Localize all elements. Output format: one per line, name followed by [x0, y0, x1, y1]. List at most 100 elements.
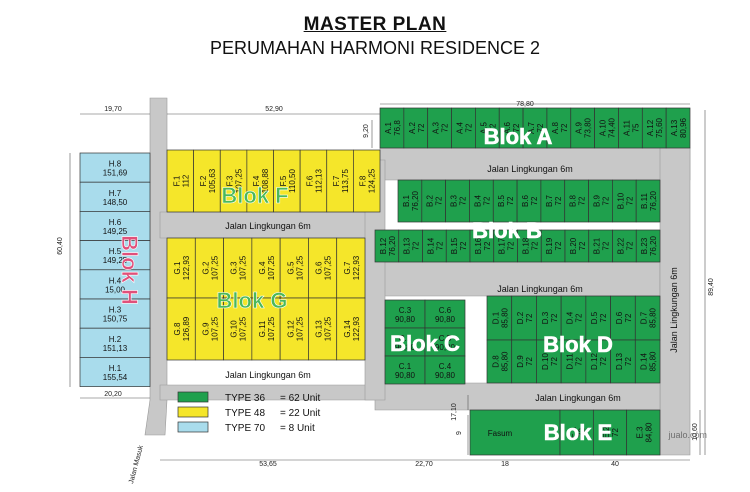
lot-id: A.9 [575, 121, 584, 134]
lot-area: 110,50 [288, 169, 297, 193]
block-g-lot [308, 297, 338, 361]
lot-id: B.11 [640, 193, 649, 209]
lot-area: 72 [578, 428, 587, 437]
lot-id: B.3 [450, 194, 459, 207]
block-f-lot [326, 149, 354, 213]
dimension-label: 22,70 [415, 461, 433, 468]
block-e-lot [592, 409, 628, 456]
legend-count: = 62 Unit [280, 393, 321, 404]
lot-area: 72 [602, 241, 611, 250]
legend-type: TYPE 36 [225, 393, 265, 404]
lot-id: D.8 [491, 355, 500, 368]
lot-id: F.2 [199, 175, 208, 186]
legend-swatch [177, 391, 209, 403]
lot-area: 72 [525, 357, 534, 366]
block-h-lot [79, 211, 151, 241]
lot-area: 72 [435, 196, 444, 205]
lot-area: 155,54 [103, 373, 128, 382]
legend-type: TYPE 48 [225, 408, 265, 419]
block-h-lot [79, 357, 151, 387]
lot-id: E.3 [635, 426, 644, 439]
lot-area: 126,89 [182, 316, 191, 341]
lot-id: B.2 [426, 194, 435, 207]
lot-area: 85,80 [500, 307, 509, 328]
lot-id: C.5 [439, 334, 452, 343]
lot-id: A.8 [551, 121, 560, 134]
lot-id: B.4 [473, 194, 482, 207]
lot-id: D.13 [615, 353, 624, 370]
lot-area: 90,80 [395, 343, 416, 352]
plan-title: MASTER PLAN [303, 14, 447, 35]
legend-count: = 8 Unit [280, 423, 315, 434]
lot-id: B.5 [497, 194, 506, 207]
lot-id: A.12 [646, 119, 655, 136]
legend-swatch [177, 406, 209, 418]
lot-id: H.8 [109, 160, 122, 169]
lot-id: G.10 [230, 320, 239, 338]
dimension-label: 52,90 [265, 106, 283, 113]
lot-area: 149,25 [103, 256, 128, 265]
dimension-label: 9,20 [363, 124, 370, 138]
lot-id: B.21 [593, 237, 602, 254]
lot-id: A.6 [503, 121, 512, 134]
lot-area: 72 [550, 357, 559, 366]
block-d-lot [634, 295, 661, 341]
lot-id: H.6 [109, 218, 122, 227]
lot-area: 90,80 [395, 371, 416, 380]
lot-area: 76,20 [388, 235, 397, 256]
lot-area: 90,80 [435, 371, 456, 380]
lot-area: 105,63 [208, 168, 217, 193]
lot-id: A.1 [384, 121, 393, 134]
block-label: Blok A [484, 124, 553, 149]
lot-id: H.2 [109, 335, 122, 344]
legend-type: TYPE 70 [225, 423, 265, 434]
fasum-area [469, 409, 561, 456]
lot-id: D.4 [566, 311, 575, 324]
lot-area: 72 [536, 123, 545, 132]
block-d-lot [486, 295, 513, 341]
lot-area: 107,25 [295, 255, 304, 280]
lot-id: G.3 [230, 261, 239, 274]
lot-id: E.1 [569, 426, 578, 439]
lot-id: B.9 [592, 194, 601, 207]
plan-subtitle: PERUMAHAN HARMONI RESIDENCE 2 [209, 38, 541, 58]
lot-id: A.3 [432, 121, 441, 134]
fasum-label: Fasum [488, 429, 513, 438]
lot-id: A.11 [622, 120, 631, 136]
lot-id: B.20 [569, 237, 578, 254]
block-d-lot [610, 339, 636, 384]
lot-id: C.1 [399, 362, 412, 371]
lot-id: B.18 [521, 237, 530, 254]
lot-area: 72 [554, 196, 563, 205]
lot-area: 72 [417, 123, 426, 132]
lot-id: B.23 [640, 237, 649, 254]
lot-id: H.4 [109, 276, 122, 285]
lot-area: 124,25 [368, 168, 377, 193]
lot-id: D.3 [541, 311, 550, 324]
lot-area: 74,40 [608, 117, 617, 138]
block-d-lot [560, 295, 587, 341]
lot-id: G.1 [173, 261, 182, 274]
